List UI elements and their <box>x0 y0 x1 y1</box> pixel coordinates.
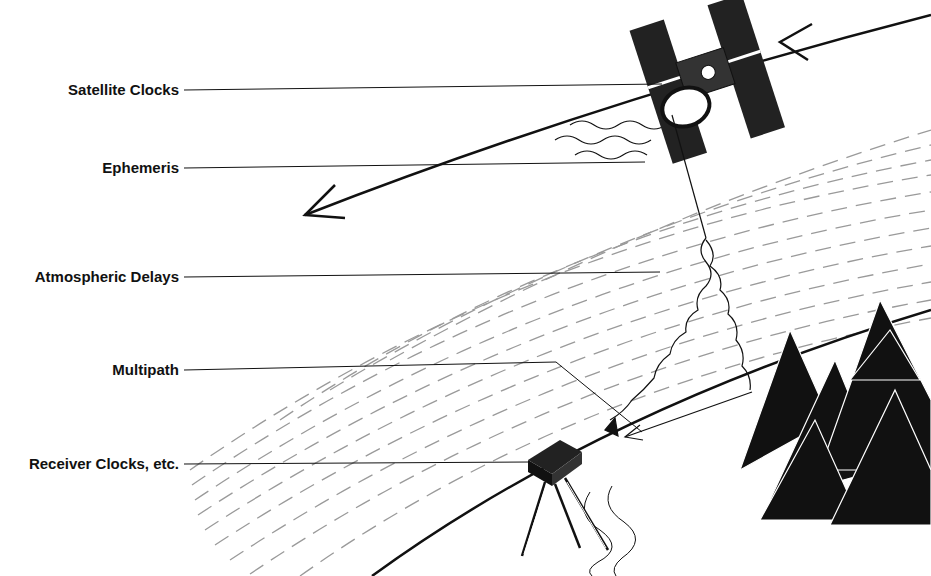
callout-label: Satellite Clocks <box>68 81 179 99</box>
atmosphere-dashes <box>190 130 931 576</box>
callout-label: Multipath <box>112 361 179 379</box>
callout-label: Receiver Clocks, etc. <box>29 455 179 473</box>
callout-label: Atmospheric Delays <box>35 268 179 286</box>
receiver <box>522 440 608 556</box>
signal-paths <box>605 115 752 440</box>
leader-lines <box>184 84 662 464</box>
satellite <box>630 0 785 164</box>
clock-noise <box>555 121 666 159</box>
river <box>584 486 635 576</box>
callout-label: Ephemeris <box>102 159 179 177</box>
mountains <box>740 300 931 525</box>
orbit-path <box>305 15 931 218</box>
